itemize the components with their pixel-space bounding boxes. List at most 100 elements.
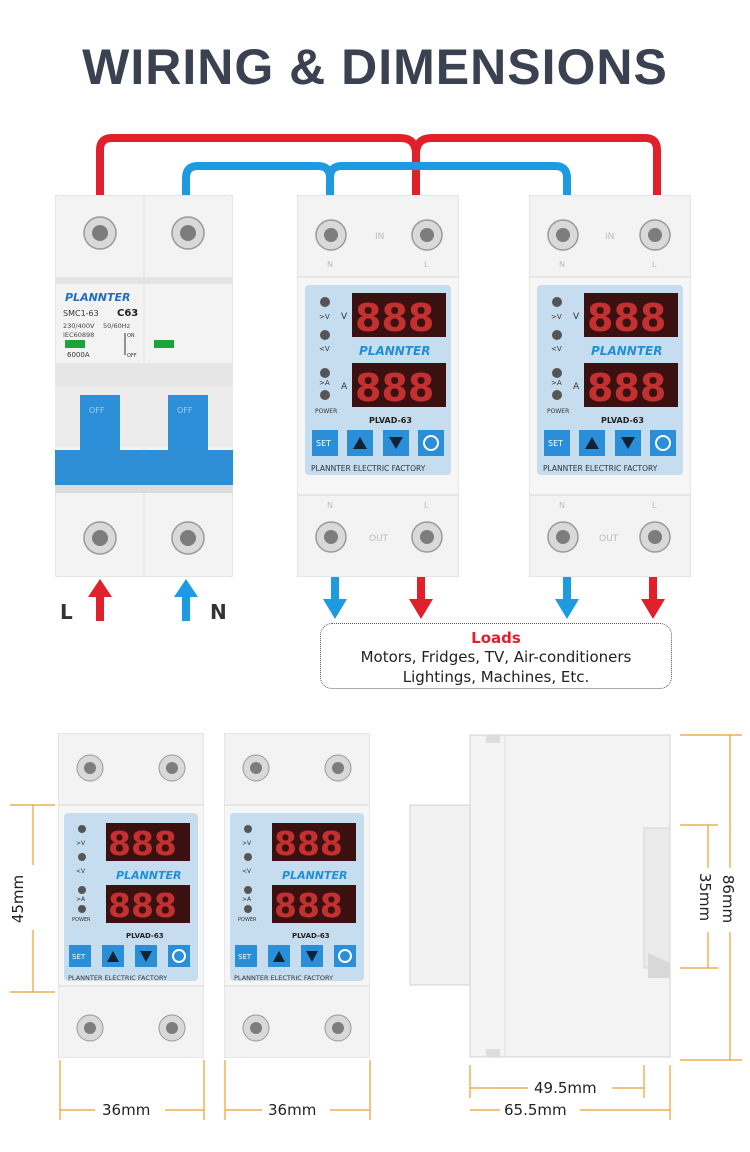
loads-line-2: Lightings, Machines, Etc. [402,668,590,686]
svg-text:<V: <V [76,868,86,875]
svg-text:IN: IN [605,232,614,242]
svg-text:N: N [327,260,333,269]
svg-text:ON: ON [127,333,135,339]
svg-text:>V: >V [551,313,562,321]
svg-text:PLANNTER ELECTRIC FACTORY: PLANNTER ELECTRIC FACTORY [543,464,658,473]
svg-text:PLVAD-63: PLVAD-63 [601,416,644,425]
loads-box: Loads Motors, Fridges, TV, Air-condition… [320,623,672,689]
svg-text:POWER: POWER [238,917,257,923]
svg-text:888: 888 [587,366,666,410]
svg-text:OFF: OFF [89,406,105,415]
arrow-down-icon [641,577,665,619]
breaker-rating: C63 [117,308,138,319]
breaker-indicator [65,340,85,348]
page-title: WIRING & DIMENSIONS [82,39,668,95]
svg-text:<V: <V [242,868,252,875]
svg-text:POWER: POWER [547,408,569,415]
svg-text:PLANNTER ELECTRIC FACTORY: PLANNTER ELECTRIC FACTORY [234,974,333,982]
svg-text:N: N [559,260,565,269]
breaker-model: SMC1-63 [63,309,99,318]
svg-text:PLVAD-63: PLVAD-63 [292,932,330,940]
svg-text:SET: SET [316,439,331,448]
svg-text:888: 888 [108,824,177,863]
arrow-down-icon [555,577,579,619]
svg-text:888: 888 [587,296,666,340]
dimension-height-front: 45mm [9,874,27,924]
breaker-standard: IEC60898 [63,331,94,339]
svg-text:>A: >A [319,379,330,387]
arrow-down-icon [323,577,347,619]
dimension-height-total: 86mm [719,874,737,924]
flow-arrows [88,577,665,621]
svg-text:>V: >V [76,840,86,847]
svg-text:A: A [573,382,580,392]
breaker-indicator [154,340,174,348]
arrow-down-icon [409,577,433,619]
front-view-1: >V <V >A POWER 888 888 PLANNTER PLVAD-63 S… [58,733,204,1058]
svg-text:PLANNTER ELECTRIC FACTORY: PLANNTER ELECTRIC FACTORY [68,974,167,982]
svg-text:PLVAD-63: PLVAD-63 [369,416,412,425]
side-view [409,734,671,1058]
breaker-brand: PLANNTER [65,291,130,304]
dimension-depth-total: 65.5mm [502,1101,569,1119]
svg-text:>V: >V [319,313,330,321]
breaker-capacity: 6000A [67,351,90,359]
svg-text:>A: >A [551,379,562,387]
svg-text:PLANNTER ELECTRIC FACTORY: PLANNTER ELECTRIC FACTORY [311,464,426,473]
svg-text:L: L [424,501,429,510]
svg-text:IN: IN [375,232,384,242]
svg-text:POWER: POWER [315,408,337,415]
front-view-2: >V <V >A POWER 888 888 PLANNTER PLVAD-63 S… [224,733,370,1058]
loads-title: Loads [471,629,521,647]
svg-text:PLANNTER: PLANNTER [591,344,662,358]
live-wire [96,134,661,195]
svg-text:OFF: OFF [127,353,137,359]
dimension-height-rail: 35mm [696,872,714,922]
svg-text:N: N [559,501,565,510]
circuit-breaker: PLANNTER SMC1-63 C63 230/400V 50/60Hz IE… [55,195,233,577]
breaker-frequency: 50/60Hz [103,322,131,330]
svg-text:N: N [327,501,333,510]
svg-text:888: 888 [355,366,434,410]
svg-text:SET: SET [72,953,86,961]
svg-text:888: 888 [108,886,177,925]
svg-text:>V: >V [242,840,252,847]
svg-text:PLANNTER: PLANNTER [116,869,181,882]
breaker-lever [80,395,120,455]
live-input-label: L [60,600,73,624]
svg-text:A: A [341,382,348,392]
svg-text:L: L [424,260,429,269]
svg-text:OFF: OFF [177,406,193,415]
svg-text:SET: SET [238,953,252,961]
svg-text:PLANNTER: PLANNTER [359,344,430,358]
neutral-input-label: N [210,600,227,624]
svg-text:>A: >A [242,896,252,903]
svg-text:<V: <V [319,345,330,353]
svg-text:L: L [652,260,657,269]
breaker-voltage: 230/400V [63,322,95,330]
arrow-up-icon [88,579,112,621]
svg-text:POWER: POWER [72,917,91,923]
svg-text:OUT: OUT [599,534,619,544]
svg-text:PLANNTER: PLANNTER [282,869,347,882]
svg-text:V: V [341,312,348,322]
dimension-lines [10,734,742,1120]
svg-text:888: 888 [274,886,343,925]
svg-text:888: 888 [355,296,434,340]
svg-text:SET: SET [548,439,563,448]
svg-text:PLVAD-63: PLVAD-63 [126,932,164,940]
arrow-up-icon [174,579,198,621]
dimension-depth-inner: 49.5mm [532,1079,599,1097]
dimension-width-1: 36mm [100,1101,153,1119]
svg-text:L: L [652,501,657,510]
svg-text:888: 888 [274,824,343,863]
svg-text:<V: <V [551,345,562,353]
neutral-wire [182,162,571,195]
svg-text:>A: >A [76,896,86,903]
svg-text:V: V [573,312,580,322]
dimension-width-2: 36mm [266,1101,319,1119]
loads-line-1: Motors, Fridges, TV, Air-conditioners [360,648,632,666]
